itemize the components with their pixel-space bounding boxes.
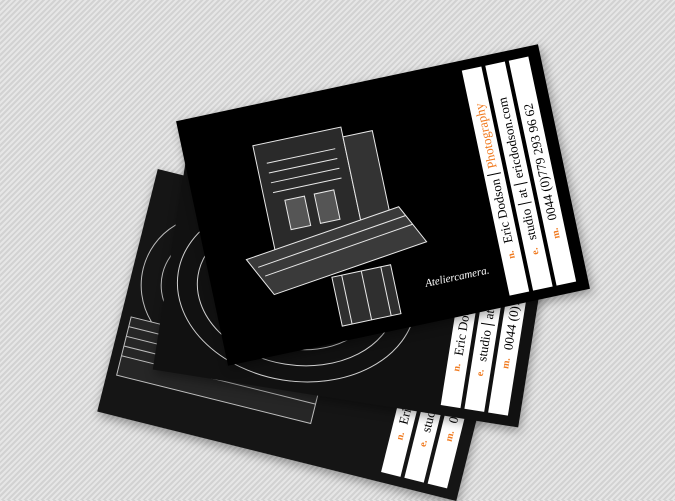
phone-label: m. xyxy=(499,357,513,370)
email-label: e. xyxy=(528,246,542,256)
atelier-camera-illustration xyxy=(245,126,428,327)
email-at: at xyxy=(513,187,531,200)
divider xyxy=(486,171,501,176)
divider xyxy=(517,201,532,206)
email-user: studio xyxy=(474,328,494,363)
email-label: e. xyxy=(474,368,487,378)
phone-label: m. xyxy=(443,429,457,443)
name-label: n. xyxy=(450,362,463,373)
name-label: n. xyxy=(394,430,407,442)
name-label: n. xyxy=(504,249,518,260)
phone-label: m. xyxy=(549,226,563,240)
divider xyxy=(513,181,528,186)
email-user: studio xyxy=(518,207,540,242)
email-label: e. xyxy=(417,438,430,448)
divider xyxy=(480,322,495,327)
